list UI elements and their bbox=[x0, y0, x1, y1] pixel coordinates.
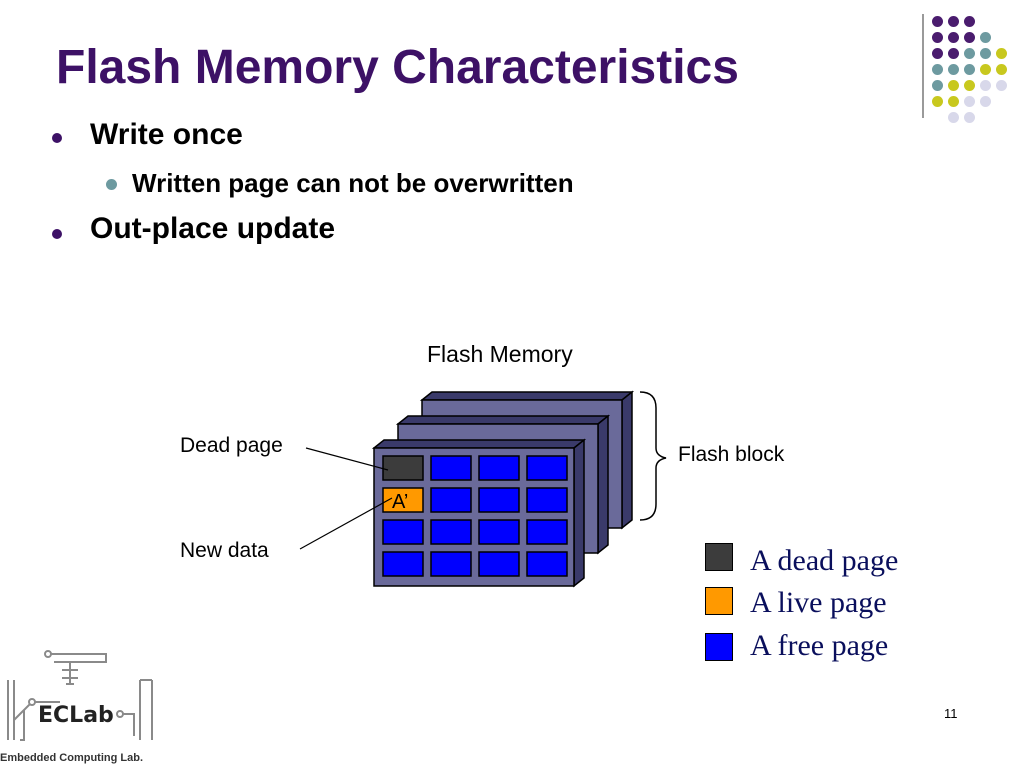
flash-block-label: Flash block bbox=[678, 443, 785, 466]
new-page-text: A’ bbox=[392, 491, 408, 513]
free-page bbox=[382, 551, 424, 577]
decor-dot bbox=[980, 32, 991, 43]
legend-swatch-dead bbox=[705, 543, 733, 571]
diagram-title: Flash Memory bbox=[427, 341, 573, 367]
decor-dot bbox=[948, 64, 959, 75]
free-page bbox=[526, 487, 568, 513]
free-page bbox=[430, 487, 472, 513]
dead-page-pointer bbox=[305, 447, 389, 471]
decor-dot bbox=[964, 80, 975, 91]
decor-dot bbox=[948, 48, 959, 59]
decor-dot bbox=[980, 96, 991, 107]
legend-label-dead: A dead page bbox=[750, 544, 899, 577]
decor-dot bbox=[964, 64, 975, 75]
dead-page bbox=[382, 455, 424, 481]
new-data-pointer bbox=[299, 497, 393, 550]
live-page bbox=[382, 487, 424, 513]
bullet-dot bbox=[52, 133, 62, 143]
sub-bullet-dot bbox=[106, 179, 117, 190]
decor-dot bbox=[932, 16, 943, 27]
slide-title: Flash Memory Characteristics bbox=[56, 41, 739, 94]
decor-dot bbox=[932, 80, 943, 91]
free-page bbox=[430, 519, 472, 545]
decor-dot bbox=[964, 16, 975, 27]
sub-bullet-written-page: Written page can not be overwritten bbox=[132, 168, 574, 198]
decor-dot bbox=[964, 112, 975, 123]
decor-dot bbox=[932, 96, 943, 107]
legend-label-free: A free page bbox=[750, 629, 889, 662]
decor-dot bbox=[980, 64, 991, 75]
free-page bbox=[478, 455, 520, 481]
logo-name: ECLab bbox=[38, 703, 114, 728]
free-page bbox=[478, 519, 520, 545]
decor-dot bbox=[948, 96, 959, 107]
page-number: 11 bbox=[944, 706, 958, 721]
eclab-logo: ECLab bbox=[7, 650, 153, 741]
page-grid bbox=[382, 455, 568, 577]
decor-dot bbox=[964, 32, 975, 43]
free-page bbox=[430, 455, 472, 481]
free-page bbox=[478, 487, 520, 513]
new-data-label: New data bbox=[180, 539, 269, 562]
free-page bbox=[526, 455, 568, 481]
decor-dot bbox=[996, 80, 1007, 91]
free-page bbox=[430, 551, 472, 577]
decor-dot bbox=[948, 80, 959, 91]
decor-dot bbox=[932, 64, 943, 75]
logo-tagline: Embedded Computing Lab. bbox=[0, 752, 143, 764]
legend-label-live: A live page bbox=[750, 586, 887, 619]
decor-dot bbox=[948, 16, 959, 27]
decor-dot bbox=[980, 48, 991, 59]
decor-dot bbox=[932, 32, 943, 43]
free-page bbox=[382, 519, 424, 545]
decor-dot bbox=[980, 80, 991, 91]
decor-dot bbox=[948, 32, 959, 43]
decor-dot bbox=[996, 48, 1007, 59]
decor-dot bbox=[964, 48, 975, 59]
decor-dot bbox=[996, 64, 1007, 75]
decor-dot bbox=[964, 96, 975, 107]
legend-swatch-live bbox=[705, 587, 733, 615]
legend-swatch-free bbox=[705, 633, 733, 661]
flash-block-brace bbox=[639, 391, 667, 521]
free-page bbox=[526, 551, 568, 577]
decor-dot bbox=[948, 112, 959, 123]
decor-dot bbox=[932, 48, 943, 59]
bullet-dot bbox=[52, 229, 62, 239]
free-page bbox=[478, 551, 520, 577]
decor-divider bbox=[922, 14, 924, 118]
dead-page-label: Dead page bbox=[180, 434, 283, 457]
bullet-write-once: Write once bbox=[90, 118, 243, 151]
free-page bbox=[526, 519, 568, 545]
bullet-out-place-update: Out-place update bbox=[90, 212, 336, 245]
